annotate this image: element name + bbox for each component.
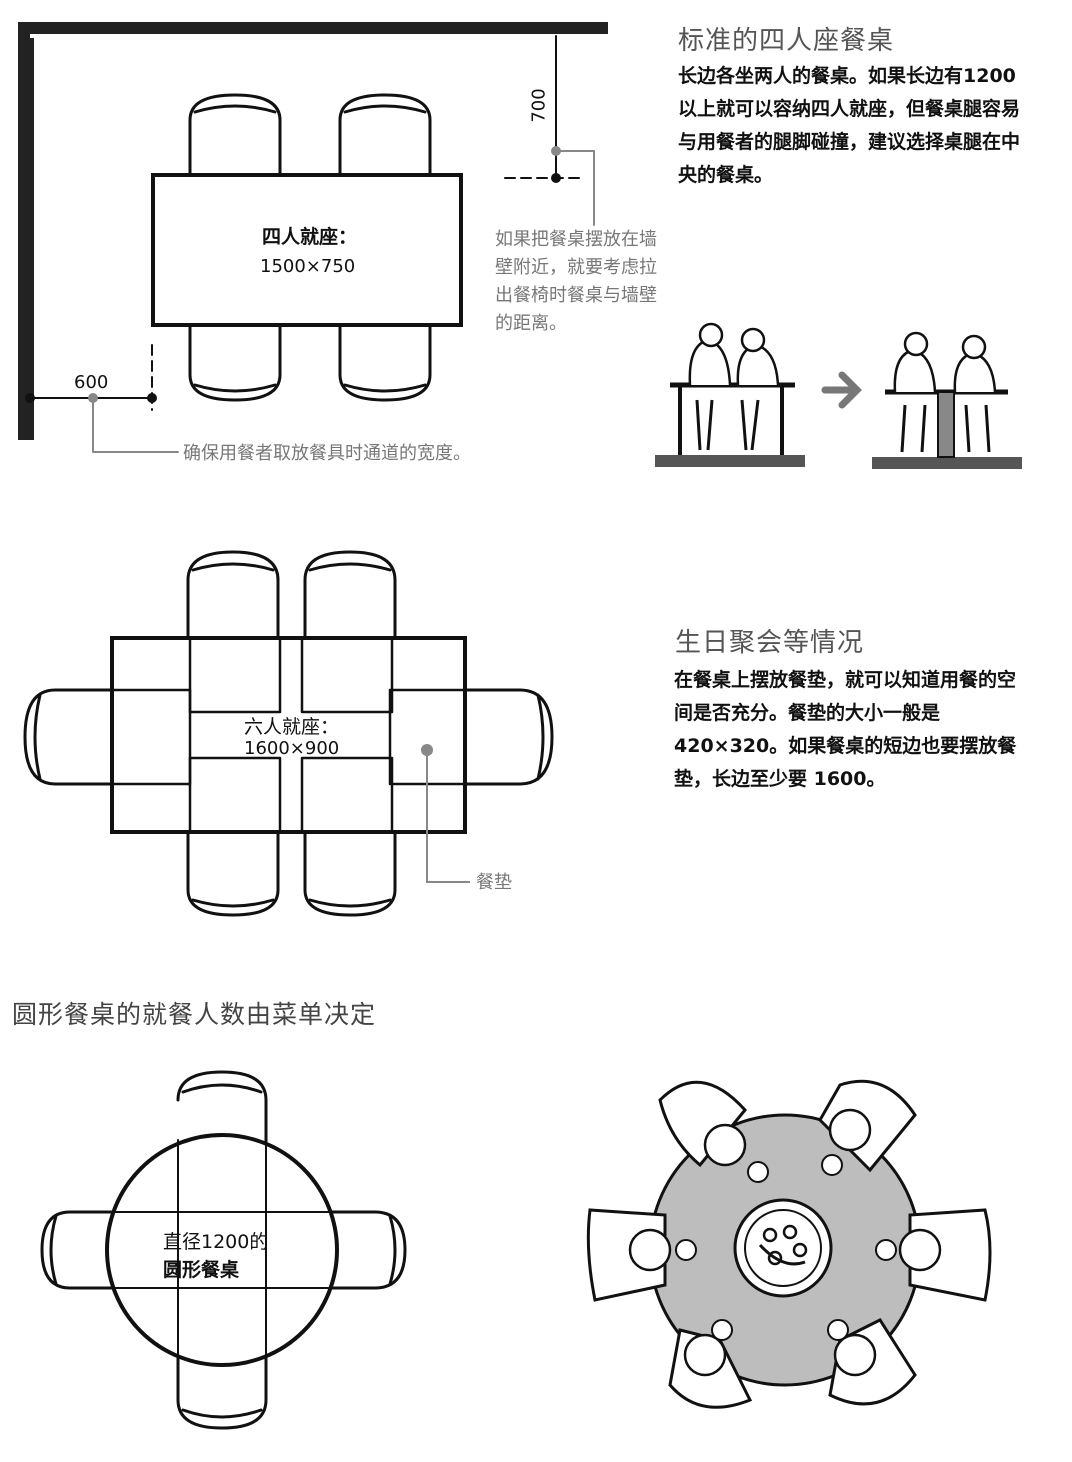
section2-body: 在餐桌上摆放餐垫，就可以知道用餐的空间是否充分。餐垫的大小一般是 420×320… <box>674 669 1017 790</box>
round-table-mats <box>109 1139 335 1361</box>
round-table-label-line2: 圆形餐桌 <box>163 1259 240 1281</box>
section3-heading: 圆形餐桌的就餐人数由菜单决定 <box>12 1000 377 1029</box>
round-table-dinner-illustration <box>586 1079 992 1409</box>
table-legs-illustration <box>655 322 1022 469</box>
section2-heading: 生日聚会等情况 <box>675 628 865 658</box>
four-seat-label-line2: 1500×750 <box>260 256 356 277</box>
dimension-600 <box>25 344 179 453</box>
four-seat-label-line1: 四人就座： <box>262 226 358 248</box>
four-seat-table <box>151 173 463 327</box>
round-table-label-line1: 直径1200的 <box>163 1231 269 1253</box>
six-seat-label-line2: 1600×900 <box>244 738 340 759</box>
wall <box>18 22 608 440</box>
six-seat-chairs <box>23 550 554 917</box>
four-seat-chairs <box>188 93 432 402</box>
wall-distance-note: 如果把餐桌摆放在墙壁附近，就要考虑拉出餐椅时餐桌与墙壁的距离。 <box>495 229 657 334</box>
placemat-pointer <box>421 744 470 883</box>
six-seat-label-line1: 六人就座： <box>244 716 340 738</box>
round-table-chairs <box>40 1070 407 1430</box>
placemat-label: 餐垫 <box>476 872 512 893</box>
aisle-width-note: 确保用餐者取放餐具时通道的宽度。 <box>183 443 471 464</box>
six-seat-table <box>110 636 467 834</box>
dimension-600-label: 600 <box>74 372 109 393</box>
section1-heading: 标准的四人座餐桌 <box>678 26 895 56</box>
dimension-700 <box>504 35 595 226</box>
dimension-700-label: 700 <box>528 88 550 123</box>
section1-body: 长边各坐两人的餐桌。如果长边有1200 以上就可以容纳四人就座，但餐桌腿容易与用… <box>678 65 1021 186</box>
round-table <box>105 1133 339 1367</box>
